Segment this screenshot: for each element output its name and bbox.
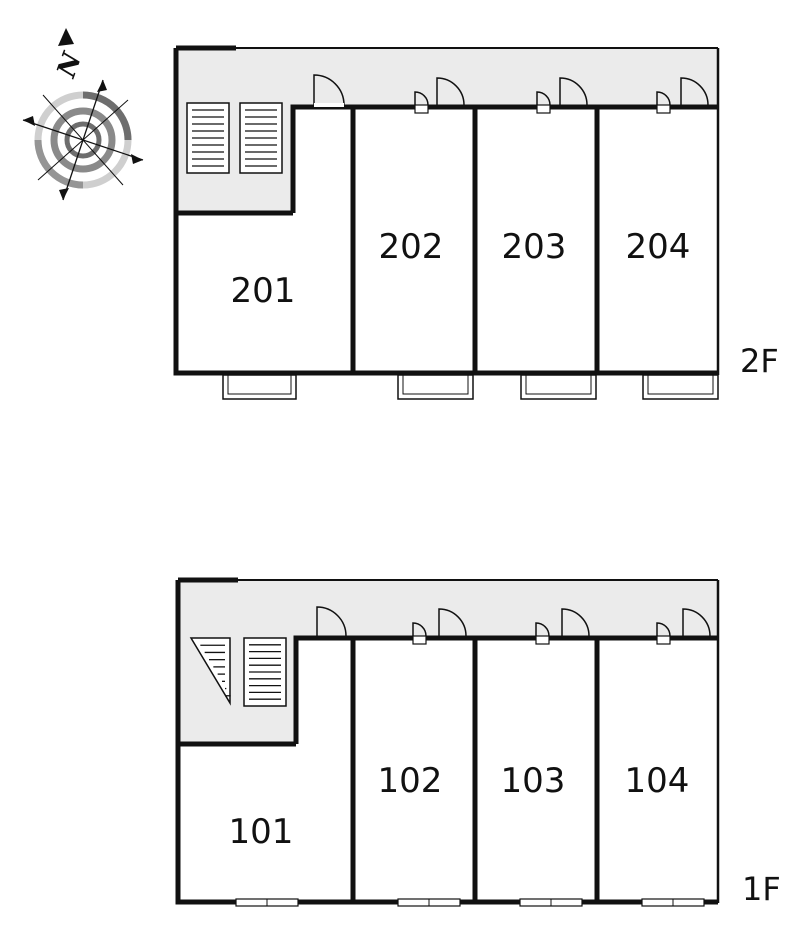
stairs-2f — [186, 102, 283, 174]
door-104 — [656, 608, 711, 645]
north-arrow-icon — [58, 28, 74, 46]
window-104 — [641, 898, 705, 907]
window-103 — [519, 898, 583, 907]
room-102-label: 102 — [378, 761, 443, 801]
floor-1f: 101 102 103 104 1F — [175, 577, 781, 908]
room-104-label: 104 — [625, 761, 690, 801]
floor-label-2f: 2F — [740, 342, 779, 380]
door-204 — [656, 77, 709, 114]
window-101 — [235, 898, 299, 907]
north-label: N — [51, 48, 88, 83]
compass-rose-icon — [22, 79, 144, 201]
room-101-label: 101 — [229, 812, 294, 852]
stairs-1f — [189, 637, 287, 707]
room-201-label: 201 — [231, 271, 296, 311]
door-103 — [535, 608, 590, 645]
room-202-label: 202 — [379, 227, 444, 267]
room-103-label: 103 — [501, 761, 566, 801]
balcony-204 — [642, 374, 719, 400]
floor-label-1f: 1F — [742, 870, 781, 908]
balcony-202 — [397, 374, 474, 400]
room-203-label: 203 — [502, 227, 567, 267]
room-204-label: 204 — [626, 227, 691, 267]
door-201 — [313, 74, 345, 107]
door-203 — [536, 77, 588, 114]
window-102 — [397, 898, 461, 907]
balcony-203 — [520, 374, 597, 400]
door-101 — [316, 606, 347, 637]
door-102 — [412, 608, 467, 645]
balcony-201 — [222, 374, 297, 400]
door-202 — [414, 77, 465, 114]
floor-2f: 201 202 203 204 2F — [173, 45, 779, 400]
